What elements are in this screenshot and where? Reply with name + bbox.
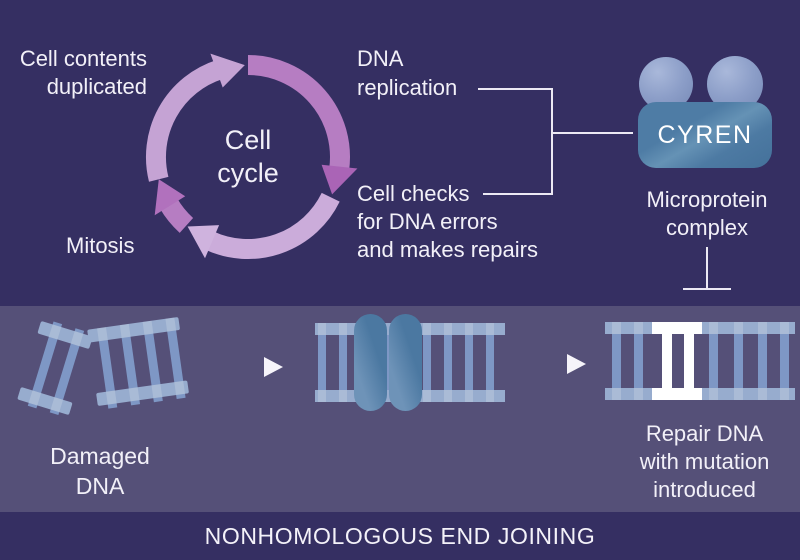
inhibition-tbar-cap-icon bbox=[683, 288, 731, 290]
inhibition-tbar-stem-icon bbox=[706, 247, 708, 290]
repair-dna-line2: with mutation bbox=[639, 449, 770, 474]
cell-checks-label: Cell checks for DNA errors and makes rep… bbox=[357, 180, 538, 264]
repair-dna-label: Repair DNA with mutation introduced bbox=[622, 420, 787, 504]
replication-connector-line bbox=[478, 88, 553, 90]
cell-cycle-title: Cell cycle bbox=[188, 124, 308, 190]
dna-replication-line2: replication bbox=[357, 75, 458, 100]
cyren-complex-icon: CYREN bbox=[638, 102, 772, 168]
dna-replication-label: DNA replication bbox=[357, 44, 457, 102]
cell-checks-line1: Cell checks bbox=[357, 181, 470, 206]
checks-connector-line bbox=[483, 193, 553, 195]
mitosis-label: Mitosis bbox=[66, 233, 135, 258]
damaged-dna-icon bbox=[17, 317, 189, 416]
cell-cycle-arrows-icon bbox=[145, 53, 358, 260]
cell-checks-line2: for DNA errors bbox=[357, 209, 498, 234]
damaged-dna-line1: Damaged bbox=[50, 443, 150, 469]
microprotein-line2: complex bbox=[666, 215, 748, 240]
cell-contents-line1: Cell contents bbox=[19, 46, 147, 71]
cell-contents-line2: duplicated bbox=[46, 74, 147, 99]
dna-with-protein-icon bbox=[315, 314, 505, 411]
repaired-dna-icon bbox=[605, 322, 795, 400]
bracket-vertical-line bbox=[551, 88, 553, 195]
microprotein-line1: Microprotein bbox=[646, 187, 768, 212]
damaged-dna-label: Damaged DNA bbox=[40, 441, 160, 501]
step-arrow-2-icon bbox=[567, 354, 586, 374]
nhej-banner: NONHOMOLOGOUS END JOINING bbox=[0, 512, 800, 560]
cell-checks-line3: and makes repairs bbox=[357, 237, 538, 262]
microprotein-complex-label: Microprotein complex bbox=[627, 186, 787, 242]
nhej-banner-text: NONHOMOLOGOUS END JOINING bbox=[204, 522, 596, 549]
cell-cycle-title-line2: cycle bbox=[217, 158, 279, 188]
cyren-label: CYREN bbox=[657, 120, 753, 149]
bracket-to-cyren-line bbox=[553, 132, 633, 134]
cell-contents-duplicated-label: Cell contents duplicated bbox=[10, 45, 147, 101]
cell-cycle-title-line1: Cell bbox=[224, 125, 272, 155]
repair-dna-line3: introduced bbox=[653, 477, 756, 502]
step-arrow-1-icon bbox=[264, 357, 283, 377]
repair-dna-line1: Repair DNA bbox=[645, 421, 764, 446]
dna-replication-line1: DNA bbox=[357, 46, 404, 71]
damaged-dna-line2: DNA bbox=[75, 473, 125, 499]
